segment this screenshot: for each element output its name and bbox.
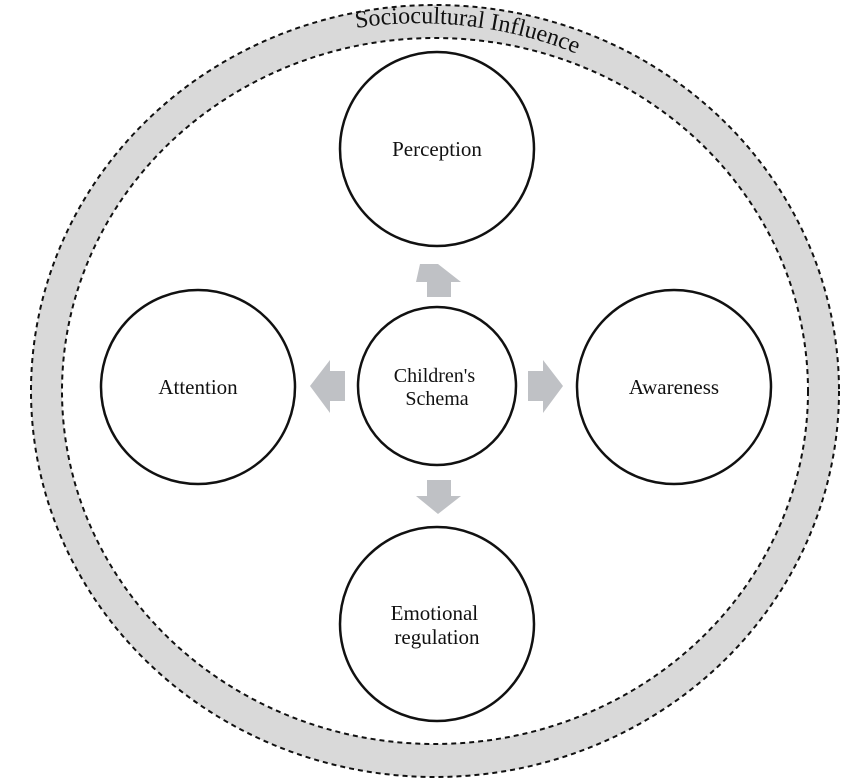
node-emotional-regulation-line-1: Emotional	[391, 601, 479, 625]
node-awareness-label: Awareness	[629, 375, 719, 399]
ring-outer-border	[30, 4, 840, 778]
node-awareness: Awareness	[575, 288, 773, 486]
node-emotional-regulation-label: Emotional regulation	[391, 601, 484, 649]
node-attention-label: Attention	[158, 375, 238, 399]
node-childrens-schema-line-1: Children's	[394, 365, 476, 387]
node-attention: Attention	[99, 288, 297, 486]
arrows	[310, 264, 563, 514]
node-attention-circle	[99, 288, 297, 486]
node-emotional-regulation-circle	[338, 525, 536, 723]
arrow-down	[416, 480, 461, 514]
node-awareness-circle	[575, 288, 773, 486]
node-perception-label: Perception	[392, 137, 482, 161]
node-childrens-schema-line-2: Schema	[405, 388, 468, 410]
arrow-right	[528, 360, 563, 413]
node-childrens-schema: Children's Schema	[356, 305, 518, 467]
arrow-up	[416, 264, 461, 297]
node-perception-circle	[338, 50, 536, 248]
node-childrens-schema-label: Children's Schema	[394, 365, 480, 410]
node-emotional-regulation-line-2: regulation	[394, 625, 480, 649]
node-emotional-regulation: Emotional regulation	[338, 525, 536, 723]
node-perception: Perception	[338, 50, 536, 248]
node-childrens-schema-circle	[356, 305, 518, 467]
arrow-left	[310, 360, 345, 413]
